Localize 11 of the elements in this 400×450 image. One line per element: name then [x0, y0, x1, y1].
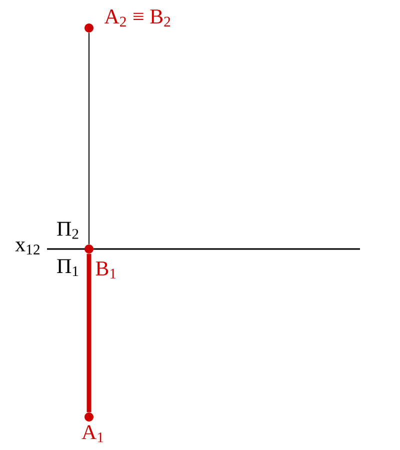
plane-label: Π$_{1}$ [57, 259, 78, 276]
plane-label: Π$_{2}$ [57, 222, 78, 239]
node-label: B$_{1}$ [96, 262, 116, 278]
plane-label: x$_{12}$ [15, 242, 40, 254]
point: A$_{1}$ [82, 412, 104, 442]
node-label: A$_{1}$ [82, 425, 104, 442]
line-segment [86, 254, 92, 412]
line-segment [88, 32, 90, 245]
point: B$_{1}$ [84, 244, 116, 278]
node-label: A$_{2}$ ≡ B$_{2}$ [104, 10, 170, 26]
point: A$_{2}$ ≡ B$_{2}$ [84, 10, 170, 32]
